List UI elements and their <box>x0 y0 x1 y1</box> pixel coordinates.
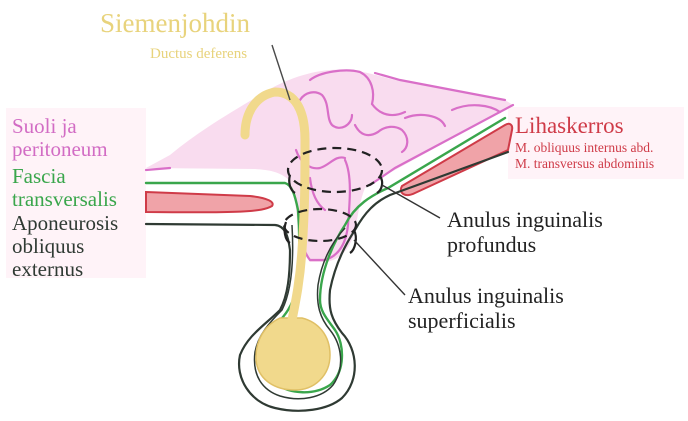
aponeurosis-label-line2: obliquus <box>12 235 118 258</box>
fascia-label-line2: transversalis <box>12 188 117 211</box>
peritoneum-label: Suoli ja peritoneum <box>12 115 108 161</box>
aponeurosis-label-line3: externus <box>12 258 118 281</box>
muscle-layer-details: M. obliquus internus abd. M. transversus… <box>515 140 654 172</box>
peritoneum-label-line2: peritoneum <box>12 138 108 161</box>
ductus-finnish-label: Siemenjohdin <box>100 8 250 39</box>
peritoneum-label-line1: Suoli ja <box>12 115 108 138</box>
anulus-superficialis-line2: superficialis <box>408 308 564 333</box>
fascia-label: Fascia transversalis <box>12 165 117 211</box>
aponeurosis-label-line1: Aponeurosis <box>12 212 118 235</box>
ductus-latin-label: Ductus deferens <box>150 46 247 63</box>
peritoneum-left-line <box>146 168 170 170</box>
anulus-profundus-line1: Anulus inguinalis <box>447 207 603 232</box>
muscle-left <box>146 192 273 212</box>
anulus-superficialis-line1: Anulus inguinalis <box>408 283 564 308</box>
anulus-profundus-label: Anulus inguinalis profundus <box>447 207 603 257</box>
testis <box>256 318 330 390</box>
fascia-label-line1: Fascia <box>12 165 117 188</box>
anulus-profundus-line2: profundus <box>447 232 603 257</box>
muscle-detail-line2: M. transversus abdominis <box>515 156 654 172</box>
muscle-layer-label: Lihaskerros <box>515 113 624 139</box>
muscle-detail-line1: M. obliquus internus abd. <box>515 140 654 156</box>
anulus-superficialis-label: Anulus inguinalis superficialis <box>408 283 564 333</box>
aponeurosis-label: Aponeurosis obliquus externus <box>12 212 118 281</box>
superficialis-leader-line <box>354 240 405 295</box>
